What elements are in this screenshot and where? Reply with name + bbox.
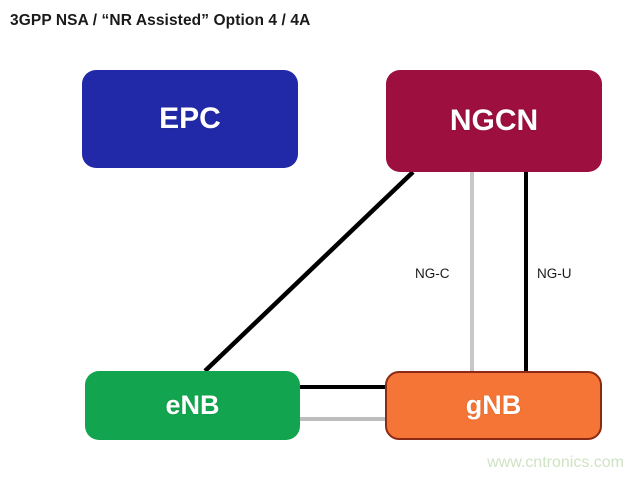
page-title: 3GPP NSA / “NR Assisted” Option 4 / 4A <box>10 12 311 29</box>
node-ngcn[interactable]: NGCN <box>386 70 602 172</box>
node-gnb[interactable]: gNB <box>385 371 602 440</box>
watermark: www.cntronics.com <box>487 454 624 471</box>
node-gnb-label: gNB <box>465 390 522 420</box>
node-epc[interactable]: EPC <box>82 70 298 168</box>
interface-label-ng-c: NG-C <box>415 266 450 281</box>
node-ngcn-label: NGCN <box>449 104 539 137</box>
interface-label-ng-u: NG-U <box>537 266 572 281</box>
node-enb[interactable]: eNB <box>85 371 300 440</box>
link-ngcn-enb <box>203 170 415 373</box>
node-epc-label: EPC <box>159 102 221 135</box>
node-enb-label: eNB <box>165 390 220 420</box>
